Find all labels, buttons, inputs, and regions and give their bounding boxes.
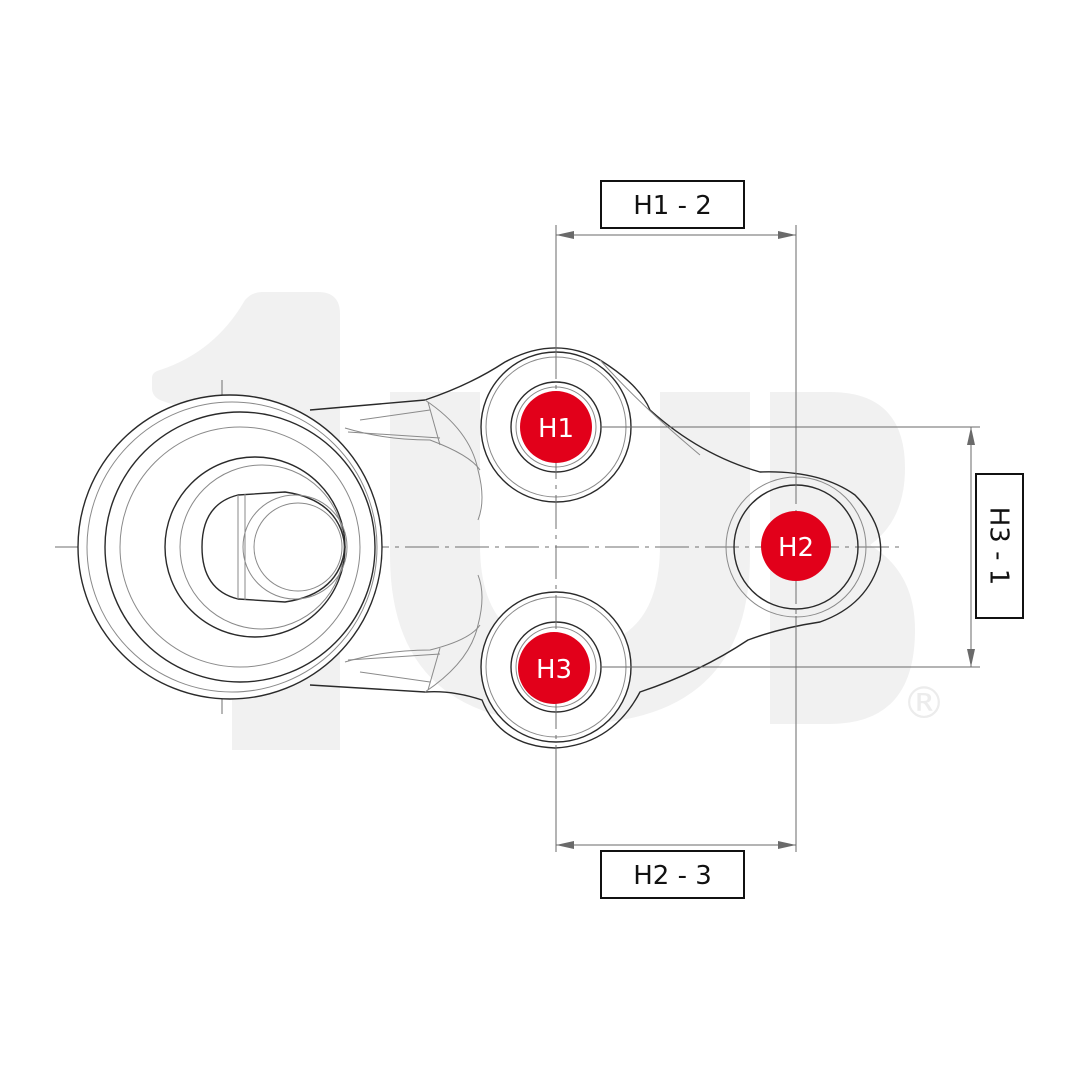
hole-label-h1: H1 (538, 414, 574, 444)
hole-marker-h3: H3 (518, 632, 590, 704)
dimension-label-box-h2-3 (600, 850, 745, 899)
dimension-h1-2: H1 - 2 (556, 180, 796, 239)
ball-joint-body (309, 347, 882, 749)
hole-label-h2: H2 (778, 533, 814, 563)
hole-marker-h2-dot (761, 511, 831, 581)
dimension-extension-lines (555, 225, 980, 852)
ball-housing (77, 394, 383, 700)
hole-marker-h3-dot (518, 632, 590, 704)
hole-label-h3: H3 (536, 655, 572, 685)
hole-marker-h1-dot (520, 391, 592, 463)
dimension-label-h2-3: H2 - 3 (633, 861, 712, 891)
dimension-h3-1: H3 - 1 (967, 427, 1024, 667)
dimension-h2-3: H2 - 3 (556, 841, 796, 899)
hole-marker-h1: H1 (520, 391, 592, 463)
hole-marker-h2: H2 (761, 511, 831, 581)
dimension-label-box-h3-1 (975, 473, 1024, 619)
dimension-label-box-h1-2 (600, 180, 745, 229)
registered-mark: ® (902, 678, 946, 729)
dimension-label-h3-1: H3 - 1 (984, 507, 1014, 586)
dimension-label-h1-2: H1 - 2 (633, 191, 712, 221)
